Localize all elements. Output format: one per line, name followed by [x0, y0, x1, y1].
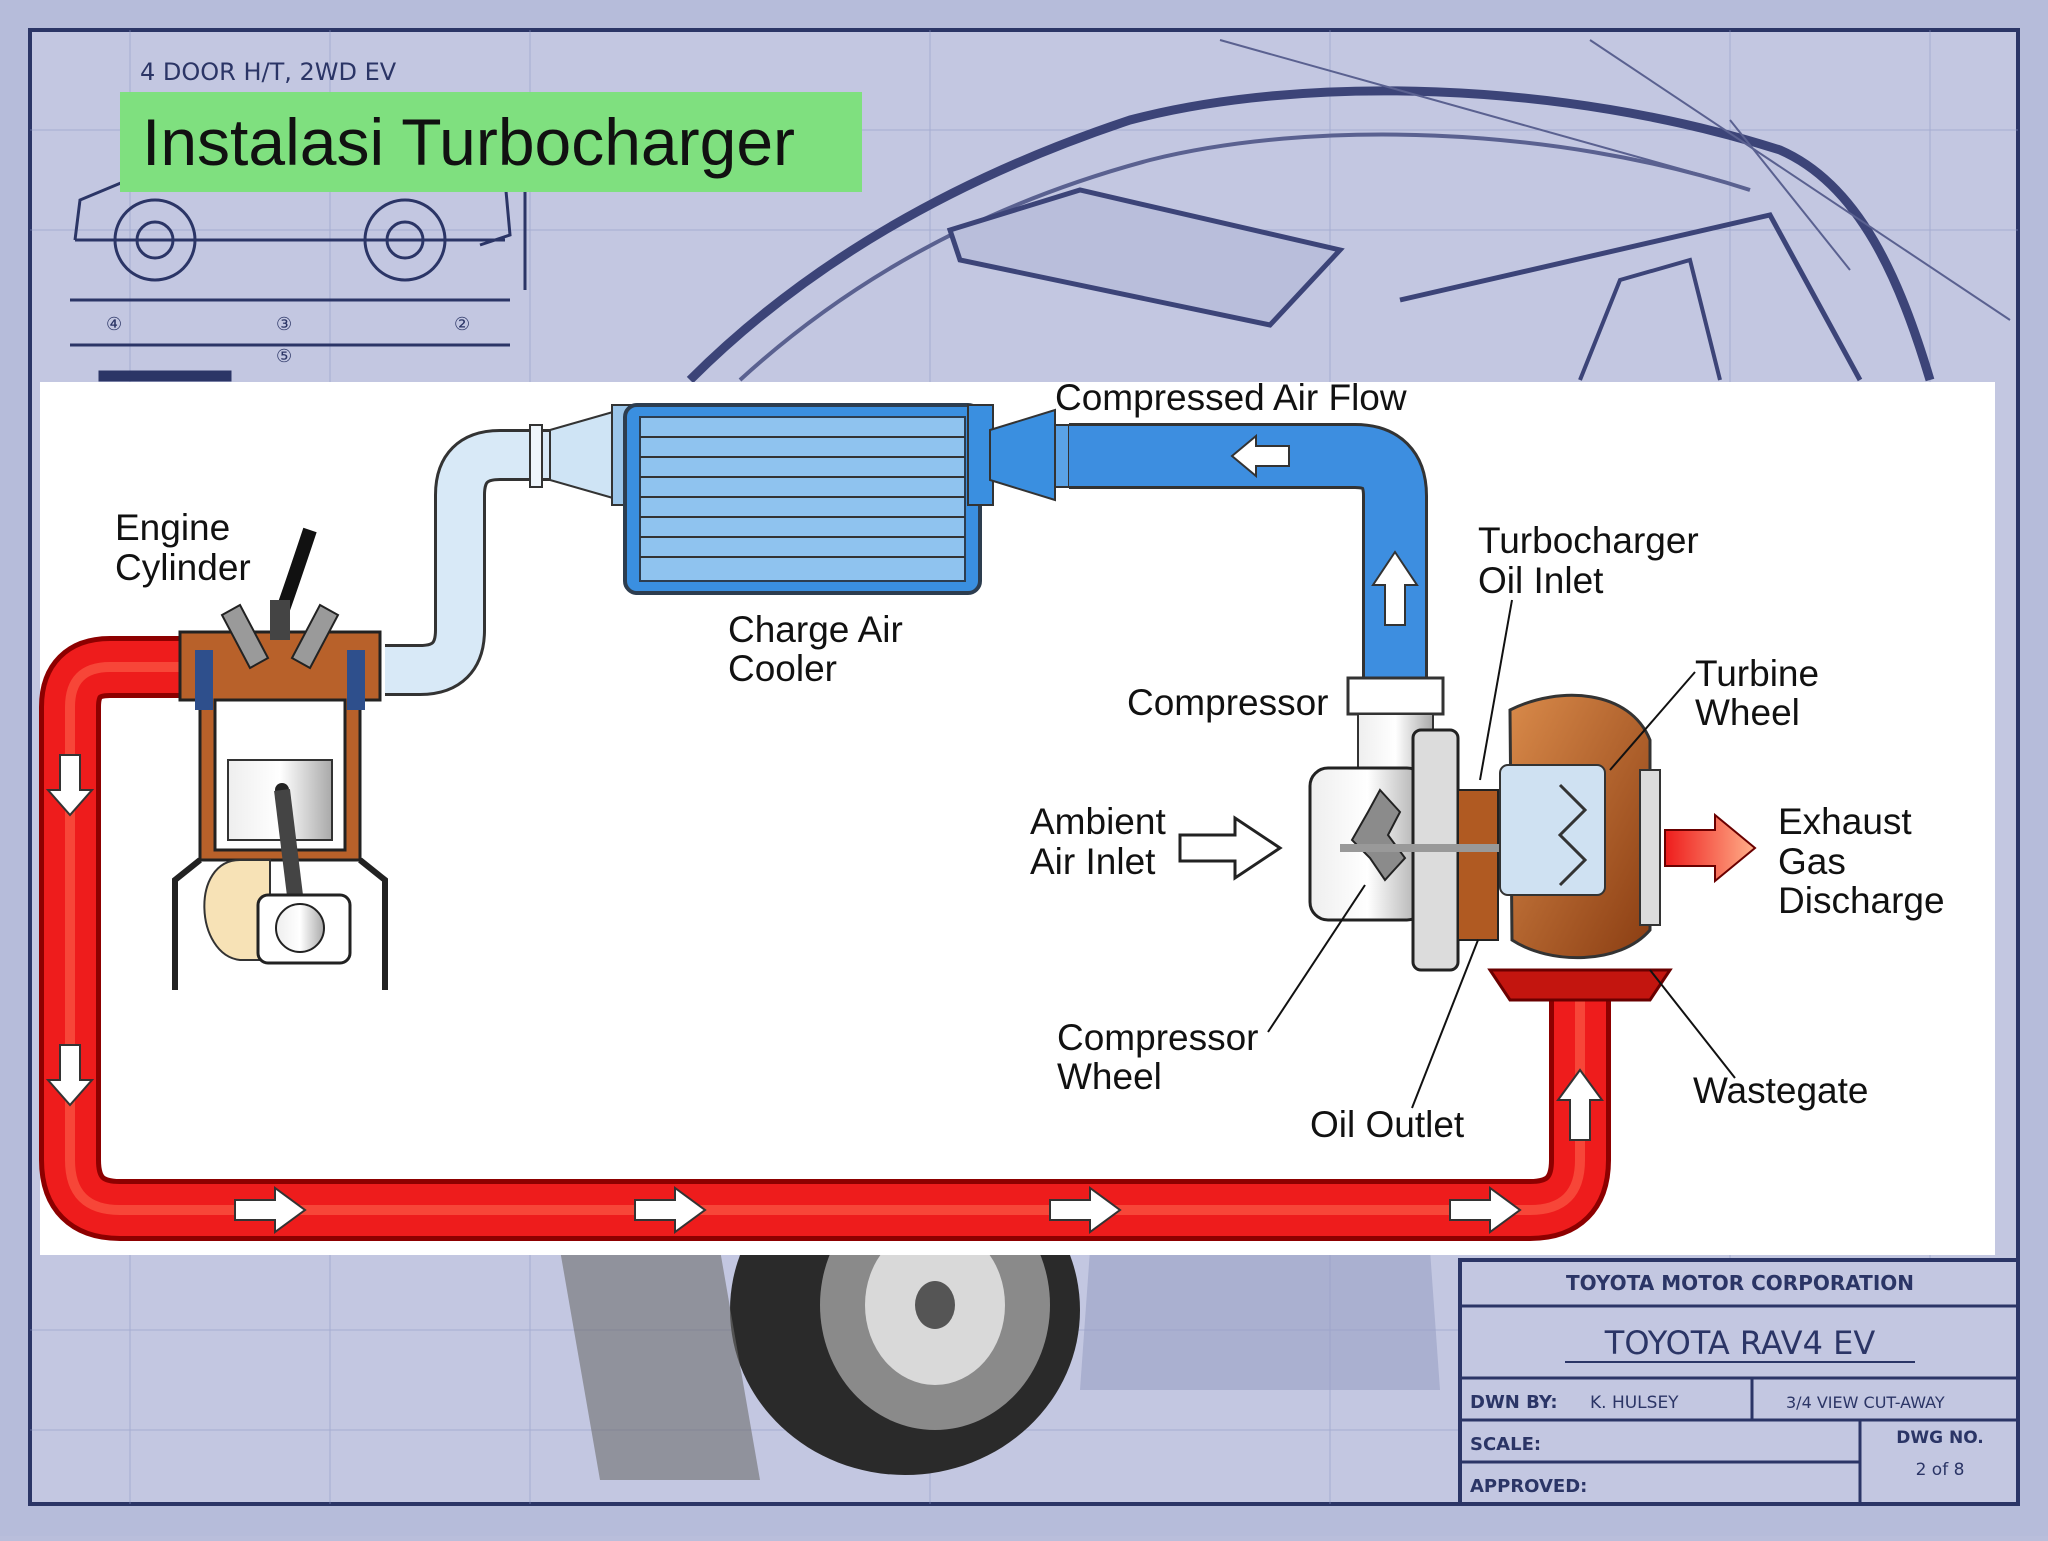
title-block-drawn-by: K. HULSEY: [1590, 1393, 1679, 1413]
arrow-right-icon: [1449, 1186, 1522, 1234]
compressor-wheel-icon: [1350, 788, 1407, 882]
exhaust-flow-arrows: [45, 754, 1604, 1234]
label-compressor-wheel-line2: Wheel: [1057, 1056, 1162, 1097]
label-turbocharger-oil-inlet-line2: Oil Inlet: [1478, 560, 1604, 601]
blueprint-marker: ⑤: [276, 346, 292, 367]
title-block-company: TOYOTA MOTOR CORPORATION: [1566, 1271, 1914, 1295]
label-wastegate: Wastegate: [1693, 1070, 1869, 1111]
title-block-approved-label: APPROVED:: [1470, 1476, 1587, 1497]
blueprint-marker: ④: [106, 314, 122, 335]
intake-pipe: [385, 408, 621, 696]
label-oil-outlet: Oil Outlet: [1310, 1104, 1465, 1145]
arrow-right-icon: [234, 1186, 307, 1234]
perspective-car-sketch: [686, 39, 2011, 384]
arrow-down-icon: [45, 754, 95, 817]
label-engine-cylinder-line1: Engine: [115, 507, 230, 548]
label-charge-air-cooler-line2: Cooler: [728, 648, 837, 689]
slide-title: Instalasi Turbocharger: [120, 92, 862, 192]
compressed-air-pipe: [989, 408, 1445, 716]
diagram-panel: [40, 382, 1995, 1255]
leader-lines: [1267, 599, 1736, 1109]
label-compressor-wheel-line1: Compressor: [1057, 1017, 1259, 1058]
title-block-view: 3/4 VIEW CUT-AWAY: [1786, 1393, 1945, 1412]
title-block-dwg-no-label: DWG NO.: [1896, 1428, 1984, 1448]
label-exhaust-gas-discharge-line3: Discharge: [1778, 880, 1945, 921]
label-engine-cylinder-line2: Cylinder: [115, 547, 251, 588]
title-block-drawn-by-label: DWN BY:: [1470, 1392, 1558, 1413]
turbine-wheel-icon: [1557, 783, 1588, 887]
label-compressor: Compressor: [1127, 682, 1329, 723]
title-block-model: TOYOTA RAV4 EV: [1604, 1324, 1876, 1362]
exhaust-pipe: [39, 636, 1673, 1241]
label-turbine-wheel-line1: Turbine: [1695, 653, 1819, 694]
label-compressed-air-flow: Compressed Air Flow: [1055, 377, 1407, 418]
blueprint-marker: ③: [276, 314, 292, 335]
engine-cylinder: [172, 527, 388, 990]
turbocharger: [1308, 693, 1661, 972]
label-turbocharger-oil-inlet-line1: Turbocharger: [1478, 520, 1699, 561]
arrow-down-icon: [45, 1044, 95, 1107]
label-exhaust-gas-discharge-line2: Gas: [1778, 841, 1846, 882]
charge-air-cooler: [611, 403, 994, 595]
ambient-air-arrow-icon: [1178, 815, 1283, 881]
label-charge-air-cooler-line1: Charge Air: [728, 609, 903, 650]
exhaust-discharge-arrow-icon: [1664, 812, 1757, 884]
title-block-scale-label: SCALE:: [1470, 1434, 1541, 1455]
label-ambient-air-inlet-line2: Air Inlet: [1030, 841, 1156, 882]
label-exhaust-gas-discharge-line1: Exhaust: [1778, 801, 1912, 842]
blueprint-header: 4 DOOR H/T, 2WD EV: [140, 58, 397, 86]
arrow-right-icon: [634, 1186, 707, 1234]
blueprint-marker: ②: [454, 314, 470, 335]
arrow-left-icon: [1230, 433, 1290, 479]
title-block-dwg-no: 2 of 8: [1916, 1460, 1965, 1480]
label-turbine-wheel-line2: Wheel: [1695, 692, 1800, 733]
arrow-right-icon: [1049, 1186, 1122, 1234]
label-ambient-air-inlet-line1: Ambient: [1030, 801, 1166, 842]
diagram-labels: Compressed Air Flow Engine Cylinder Char…: [115, 377, 1945, 1145]
arrow-up-icon: [1371, 550, 1419, 626]
title-block: [1458, 1258, 2020, 1506]
arrow-up-icon: [1556, 1068, 1604, 1141]
